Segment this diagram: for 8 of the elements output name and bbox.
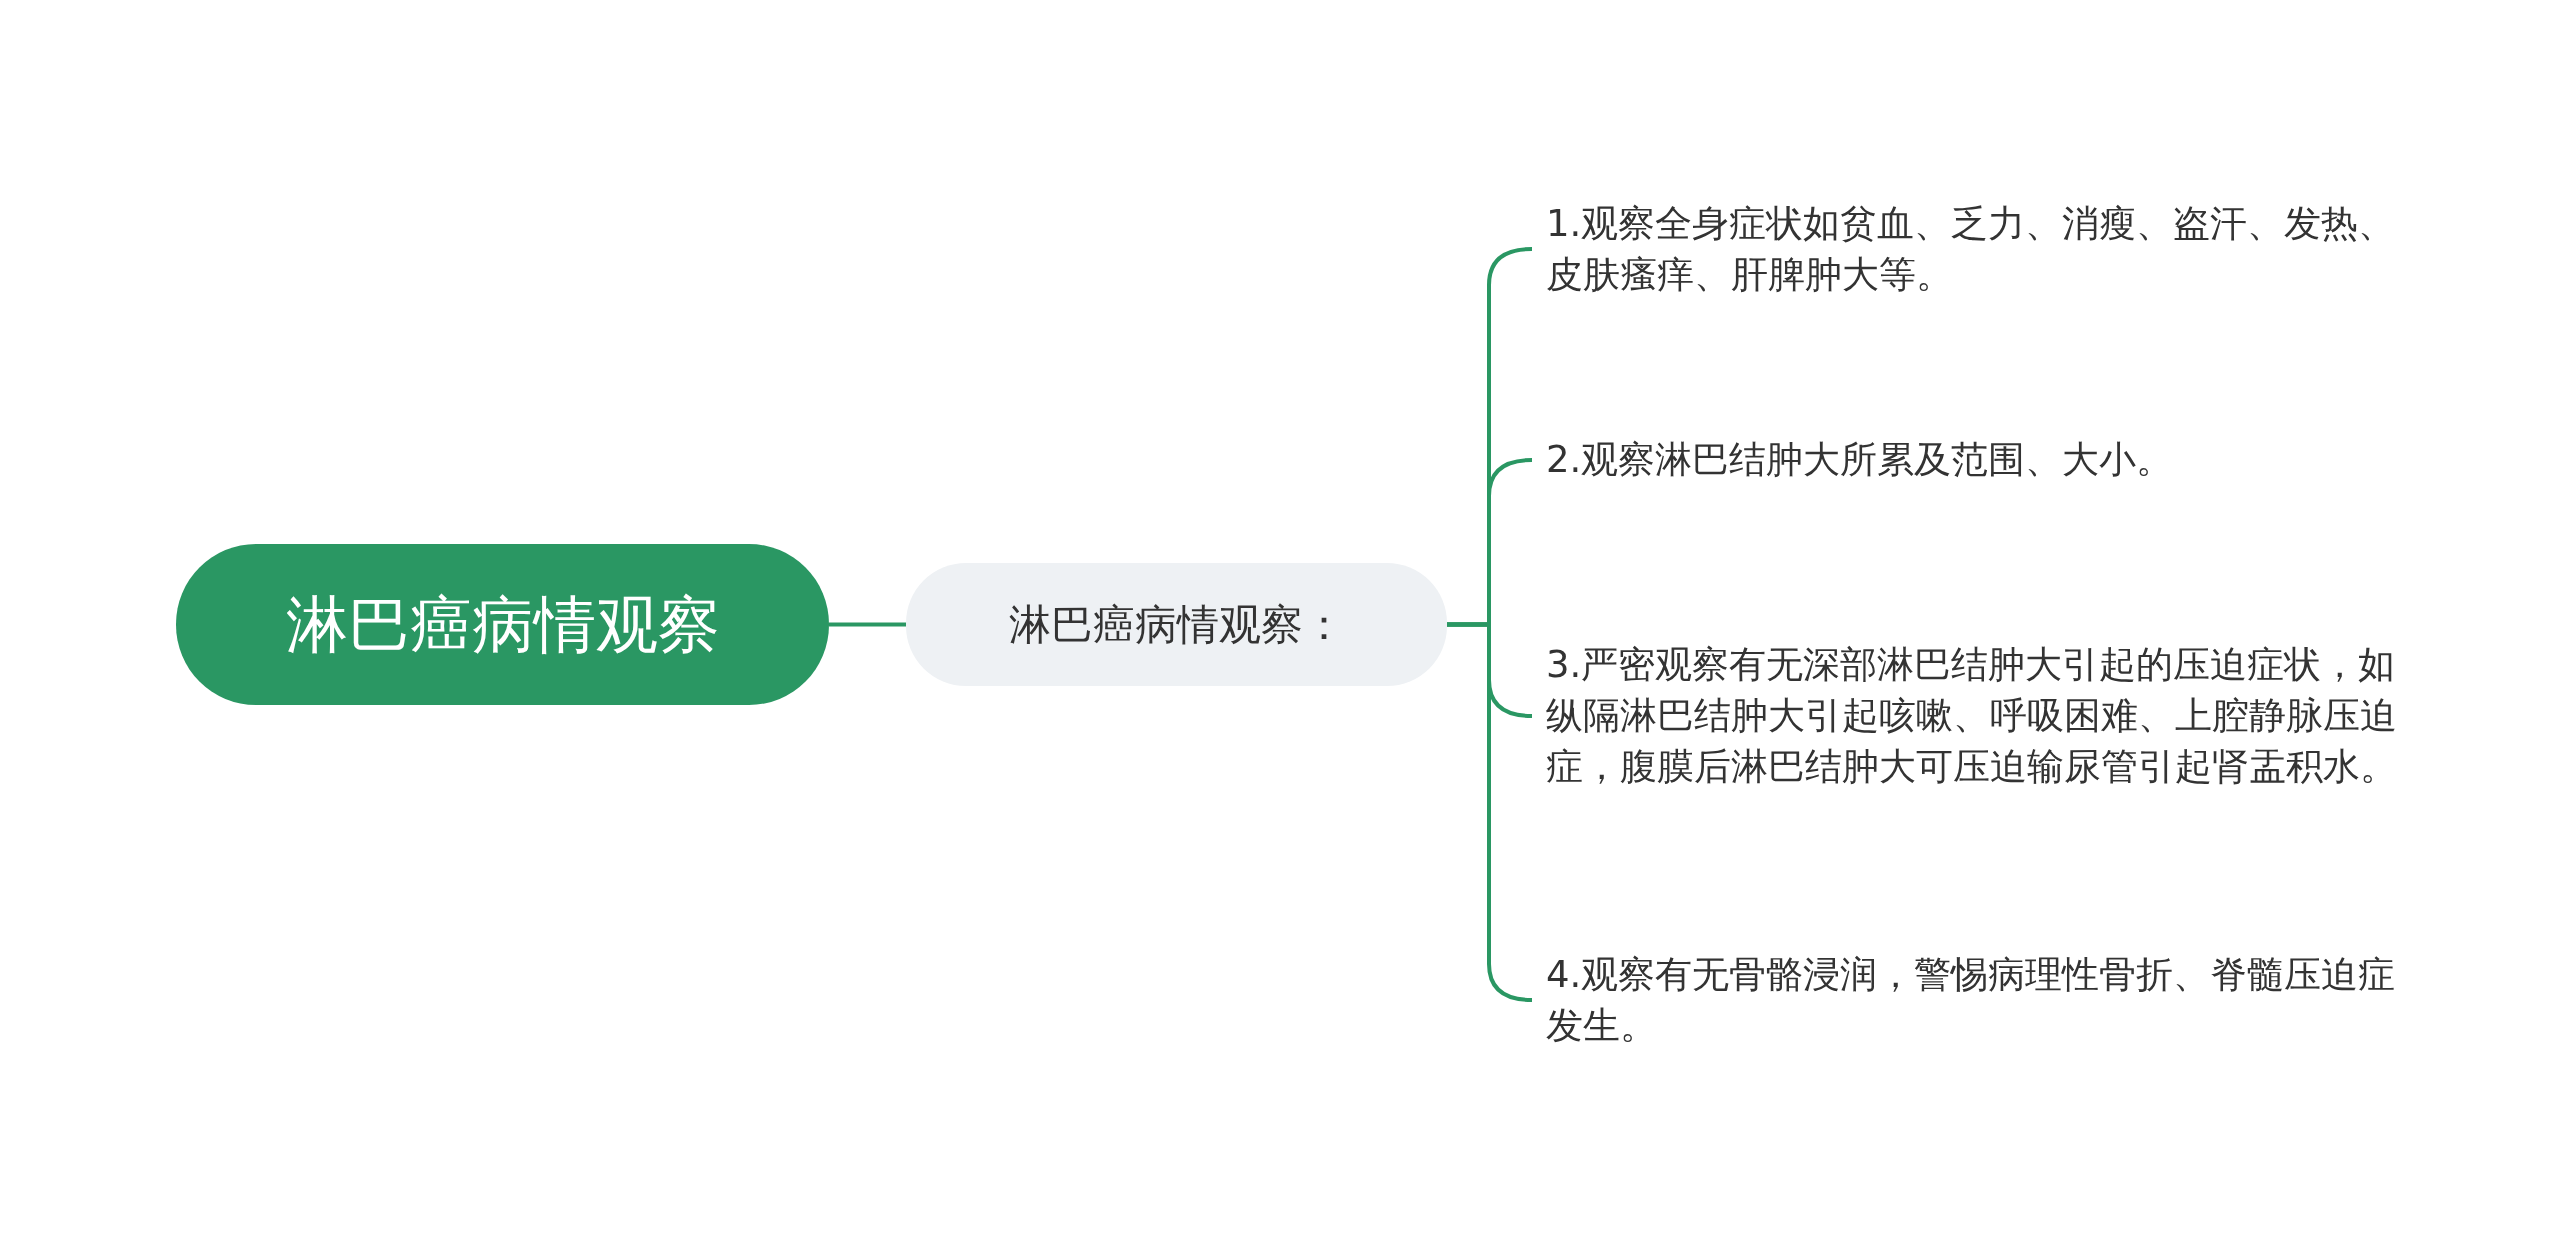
subtopic-text: 2.观察淋巴结肿大所累及范围、大小。 [1546,434,2426,486]
subtopic-text: 1.观察全身症状如贫血、乏力、消瘦、盗汗、发热、皮肤瘙痒、肝脾肿大等。 [1546,197,2426,301]
subtopic-text: 3.严密观察有无深部淋巴结肿大引起的压迫症状，如纵隔淋巴结肿大引起咳嗽、呼吸困难、上腔静脉压迫症，腹膜后淋巴结肿大可压迫输尿管引起肾盂积水。 [1546,639,2426,793]
topic-text: 淋巴癌病情观察： [1008,598,1345,651]
connector-line [1447,622,1533,1002]
connector-line [829,622,906,627]
topic-text: 淋巴癌病情观察 [285,586,720,663]
subtopic-text: 4.观察有无骨骼浸润，警惕病理性骨折、脊髓压迫症发生。 [1546,948,2426,1052]
